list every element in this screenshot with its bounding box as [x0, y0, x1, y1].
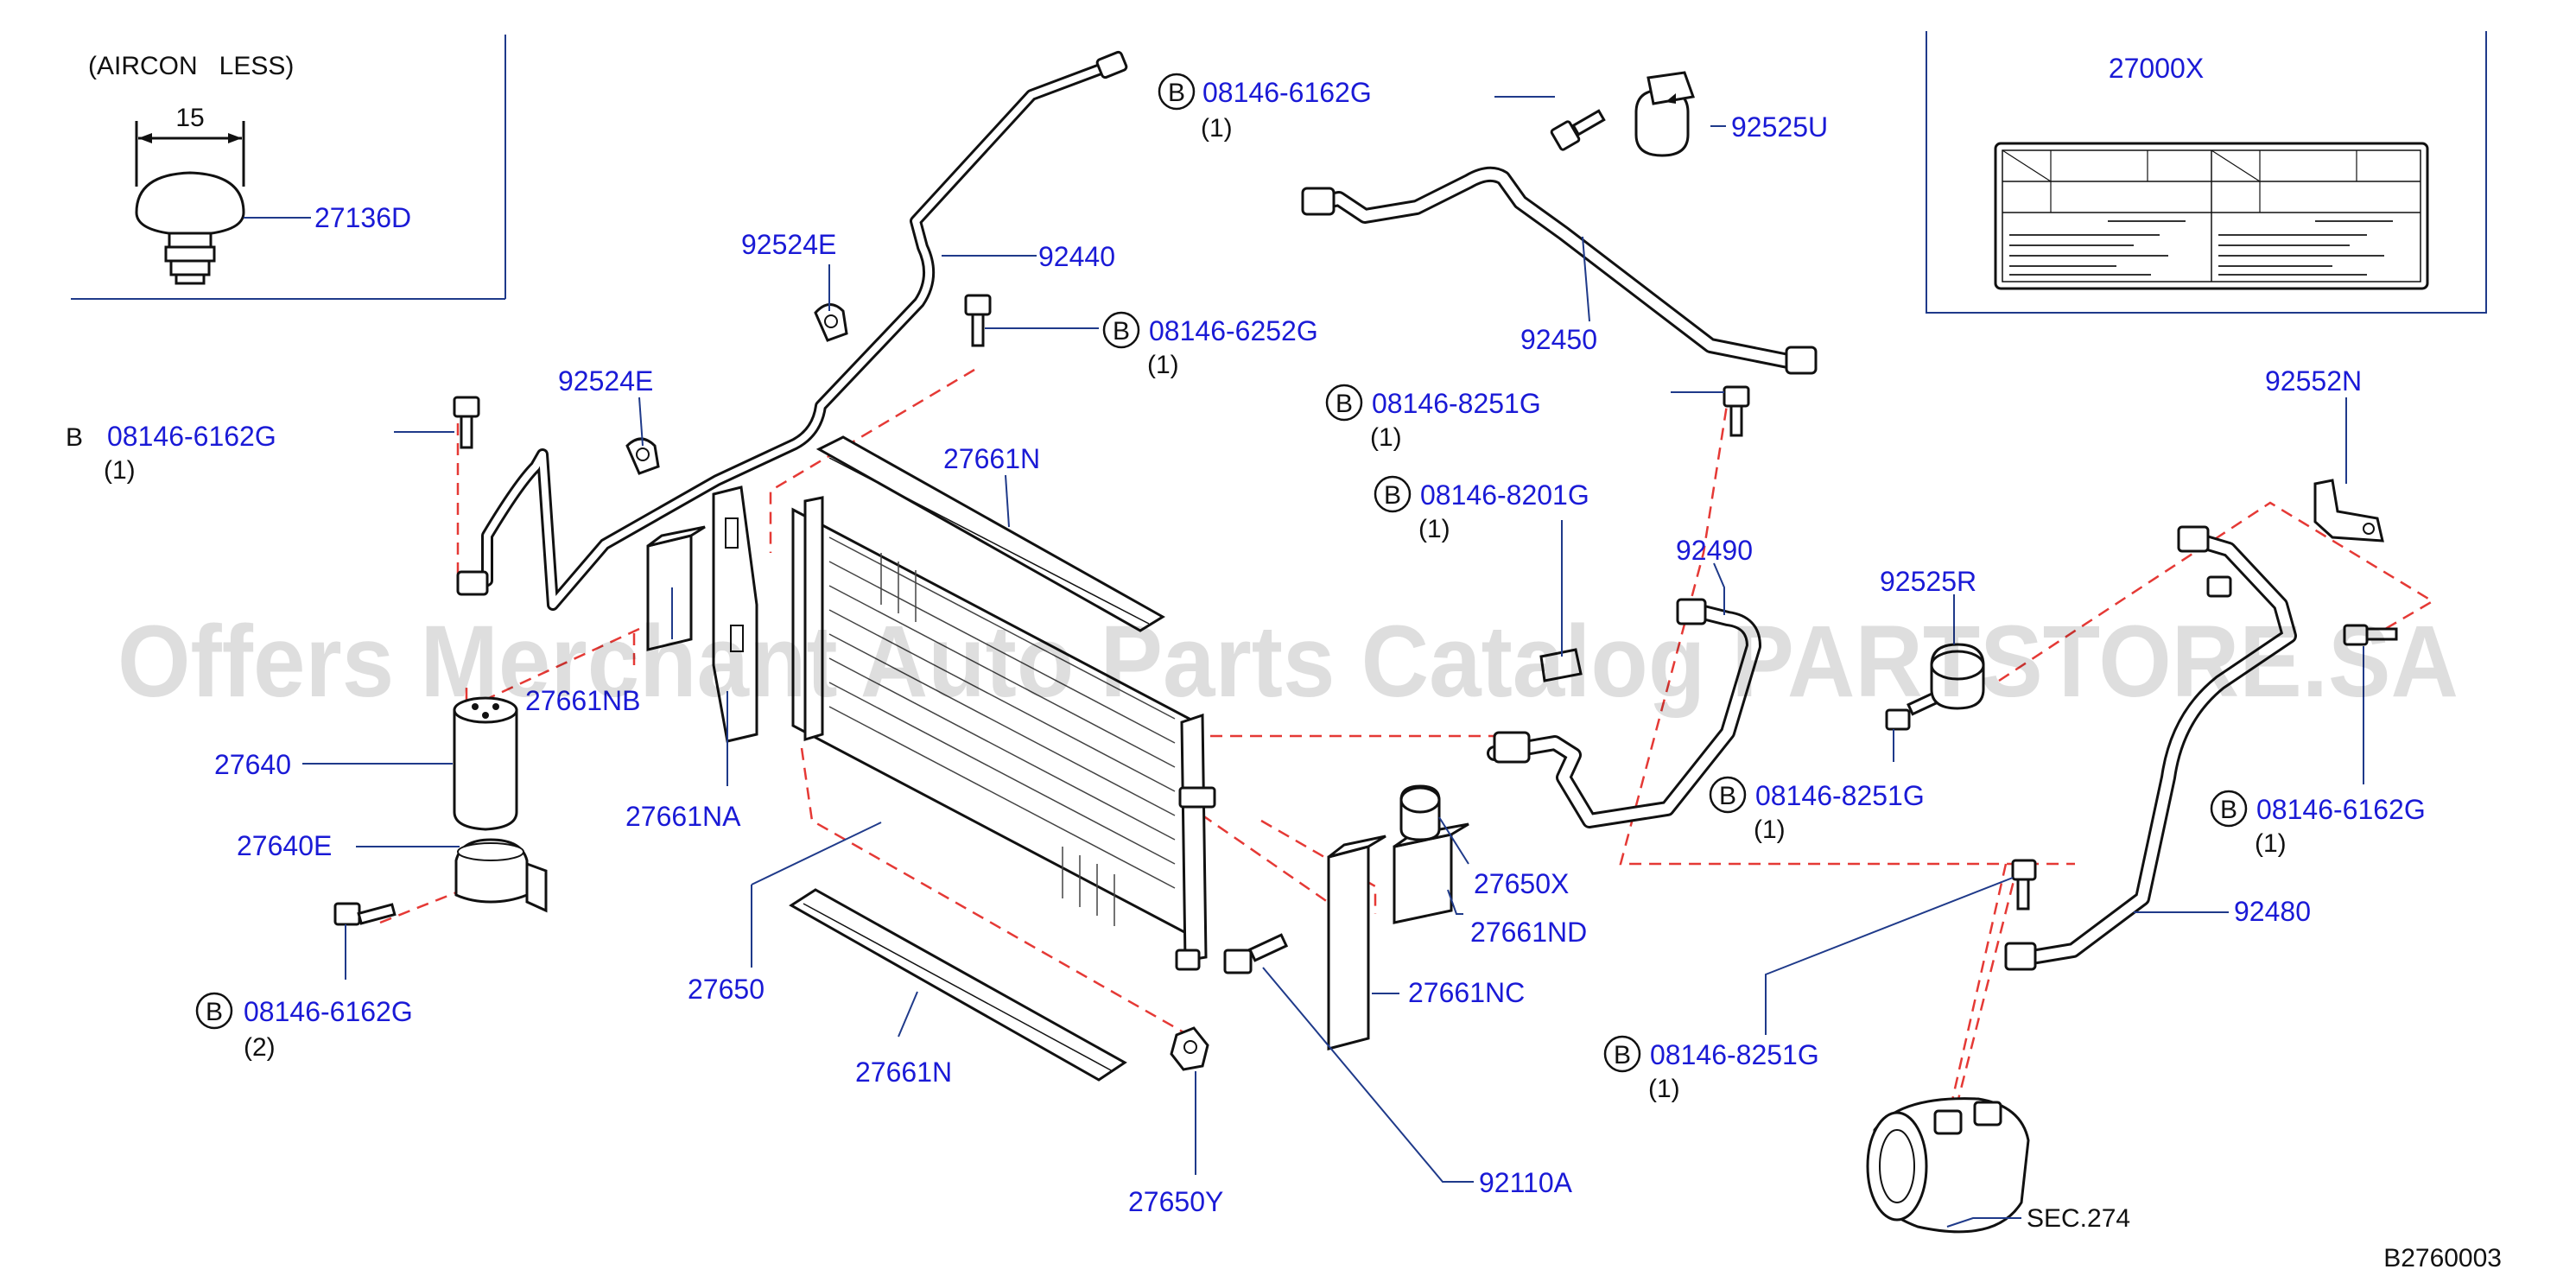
- seal-27661na: [712, 486, 758, 743]
- label-plate-27000x: [1994, 142, 2429, 290]
- bolt-labels: 08146-6162G (1) 08146-6252G (1) 08146-61…: [104, 77, 2426, 1103]
- seal-27661nc: [1327, 835, 1386, 1050]
- b-circle-letters: B B B B B B B B B: [66, 79, 2237, 1069]
- part-label-27640e: 27640E: [237, 830, 332, 861]
- receiver-drier-27640: [453, 696, 518, 831]
- diagram-id: B2760003: [2383, 1244, 2502, 1272]
- part-label-27650x: 27650X: [1474, 868, 1569, 899]
- bolt-code-8251g-mid: 08146-8251G: [1755, 780, 1925, 811]
- b-letter: B: [1719, 782, 1736, 810]
- bolt-code-8201g: 08146-8201G: [1420, 479, 1589, 511]
- cap-92525u: [1634, 71, 1696, 157]
- part-label-92110a: 92110A: [1479, 1167, 1573, 1198]
- part-label-92524e-mid: 92524E: [558, 365, 653, 397]
- clip-92524e-top: [814, 303, 848, 342]
- part-label-92525r: 92525R: [1880, 566, 1976, 597]
- part-label-27661nb: 27661NB: [525, 685, 640, 716]
- dimension-label: 15: [175, 104, 204, 132]
- seal-27661nb: [646, 525, 706, 651]
- part-label-27661na: 27661NA: [625, 801, 741, 832]
- hose-92480: [2004, 525, 2297, 971]
- bolt-08146-6162g-right: [2343, 624, 2398, 646]
- mount-27650y: [1170, 1026, 1209, 1071]
- condenser-fins: [828, 536, 1176, 926]
- bolt-qty-8251g-upper: (1): [1370, 423, 1402, 452]
- bracket-27640e: [454, 838, 548, 913]
- bolt-qty-left: (1): [104, 456, 136, 485]
- cap-92525r: [1930, 643, 1985, 710]
- seal-27661n-bottom: [789, 888, 1127, 1082]
- bracket-92552n: [2313, 479, 2384, 543]
- bolt-code-top: 08146-6162G: [1202, 77, 1372, 108]
- inset-left-frame: [71, 35, 506, 300]
- grommet-27136d: [135, 121, 245, 285]
- part-label-92480: 92480: [2234, 896, 2311, 927]
- inset-right-frame: [1926, 31, 2487, 314]
- part-label-92524e-top: 92524E: [741, 229, 836, 260]
- b-letter: B: [1168, 79, 1185, 107]
- hose-92450: [1301, 166, 1818, 375]
- leader-lines: [244, 96, 2364, 1228]
- b-letter: B: [1336, 390, 1353, 418]
- part-label-27650: 27650: [688, 974, 765, 1005]
- part-label-27661nd: 27661ND: [1470, 917, 1587, 948]
- part-labels: 92440 92524E 92524E 27661N 27661NB 27661…: [214, 111, 2362, 1233]
- bolt-code-bottom-left: 08146-6162G: [244, 996, 413, 1027]
- bolt-92110a: [1223, 933, 1289, 974]
- b-letter: B: [1113, 317, 1130, 346]
- bushing-27650x: [1399, 784, 1441, 841]
- b-circles: [195, 73, 2248, 1073]
- bolt-code-8251g-upper: 08146-8251G: [1372, 388, 1541, 419]
- part-label-92450: 92450: [1520, 324, 1597, 355]
- bolt-08146-8251g-upper: [1723, 385, 1750, 437]
- bolt-qty-8251g-mid: (1): [1754, 816, 1786, 844]
- part-label-27661n-top: 27661N: [943, 443, 1040, 474]
- bolt-qty-bottom-left: (2): [244, 1033, 276, 1062]
- bolt-code-left: 08146-6162G: [107, 421, 276, 452]
- part-label-92525u: 92525U: [1731, 111, 1828, 143]
- condenser-27650: [791, 496, 1216, 971]
- b-letter: B: [206, 998, 223, 1026]
- part-label-27000x: 27000X: [2109, 53, 2204, 84]
- bolt-code-6252g: 08146-6252G: [1149, 315, 1318, 346]
- bolt-qty-8201g: (1): [1418, 515, 1450, 543]
- clip-92524e-mid: [625, 437, 660, 475]
- part-label-92552n: 92552N: [2265, 365, 2362, 397]
- bolt-08146-6162g-left: [453, 396, 480, 449]
- part-label-27136d: 27136D: [314, 202, 411, 233]
- b-letter: B: [1614, 1041, 1631, 1069]
- bolt-08146-8251g-lower: [2011, 859, 2037, 911]
- part-label-27661n-bottom: 27661N: [855, 1057, 952, 1088]
- bolt-qty-6252g: (1): [1147, 351, 1179, 379]
- bolt-code-8251g-lower: 08146-8251G: [1650, 1039, 1819, 1070]
- b-letter: B: [2220, 796, 2237, 824]
- bolt-qty-top: (1): [1201, 114, 1233, 143]
- bolt-08146-6252g: [964, 294, 992, 347]
- bolt-qty-6162g-right: (1): [2255, 829, 2287, 858]
- hose-92490: [1487, 598, 1761, 828]
- pipe-92440: [456, 50, 1128, 611]
- part-label-27640: 27640: [214, 749, 291, 780]
- assembly-dashed-lines: [379, 368, 2435, 1124]
- bolt-08146-6162g-top: [1550, 109, 1606, 151]
- b-letter: B: [66, 423, 83, 452]
- b-letter: B: [1384, 481, 1401, 510]
- seal-27661n-top: [815, 435, 1165, 632]
- part-label-27650y: 27650Y: [1128, 1186, 1223, 1217]
- part-label-92490: 92490: [1676, 535, 1753, 566]
- inset-title: (AIRCON LESS): [88, 52, 294, 80]
- compressor-sec274: [1866, 1097, 2030, 1234]
- part-label-sec274: SEC.274: [2027, 1204, 2130, 1233]
- watermark: Offers Merchant Auto Parts Catalog PARTS…: [117, 605, 2459, 719]
- part-label-92440: 92440: [1038, 241, 1115, 272]
- bolt-08146-6162g-bottom-left: [333, 902, 397, 926]
- part-label-27661nc: 27661NC: [1408, 977, 1525, 1008]
- bolt-code-6162g-right: 08146-6162G: [2256, 794, 2426, 825]
- bolt-qty-8251g-lower: (1): [1648, 1075, 1680, 1103]
